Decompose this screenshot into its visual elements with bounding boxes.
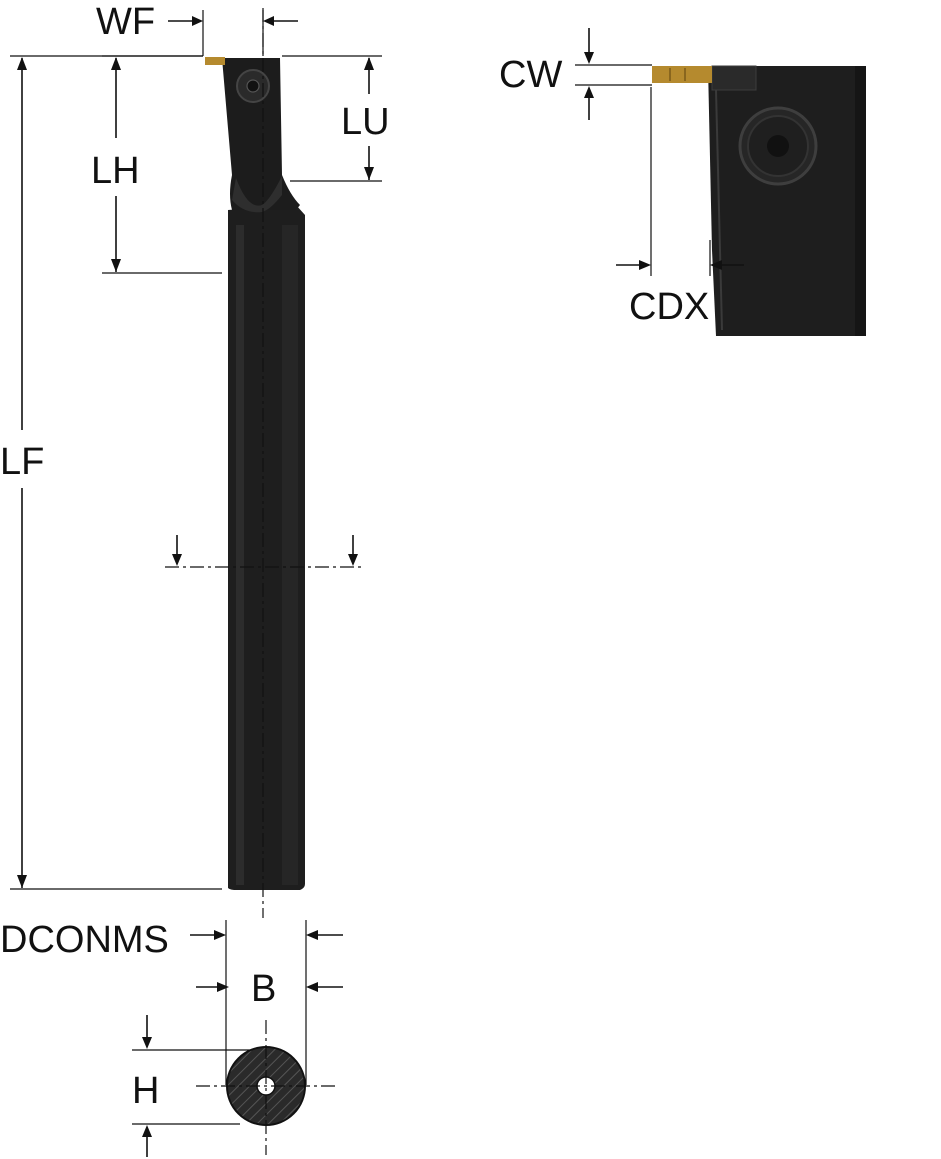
screw-socket [246,79,260,93]
insert-detail-view [652,65,866,336]
lh-label: LH [91,150,140,192]
cutting-insert [205,57,225,65]
cw-dimension [575,28,652,120]
lu-dimension [282,55,382,182]
wf-dimension [168,10,298,56]
detail-body-edge [855,66,866,336]
dconms-label: DCONMS [0,919,169,961]
h-dimension [132,1015,262,1157]
lf-label: LF [0,441,44,483]
section-cut-indicator [165,535,362,568]
torx-socket [767,135,789,157]
detail-insert [652,66,712,83]
detail-head-body [708,66,866,336]
neck-relief [232,176,282,213]
detail-clamp [711,65,757,91]
detail-edge-line [715,89,723,331]
boring-bar-side-view [205,8,305,918]
b-dimension [196,982,343,992]
cdx-label: CDX [629,286,709,328]
shank-facet-right [282,225,298,885]
shank-facet-left [236,225,244,885]
lf-dimension [10,55,222,890]
cw-label: CW [499,54,562,96]
dconms-dimension [190,920,343,1085]
cdx-dimension [616,87,744,276]
cross-section [196,1020,338,1155]
h-label: H [132,1070,159,1112]
lu-label: LU [341,101,390,143]
b-label: B [251,968,276,1010]
wf-label: WF [96,1,155,43]
